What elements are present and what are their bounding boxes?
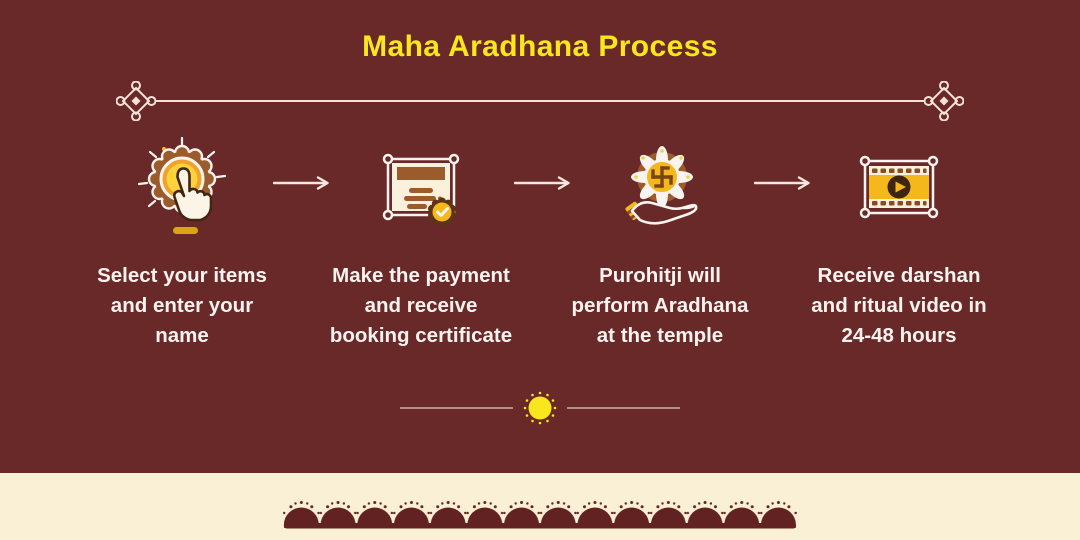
play-button: [887, 175, 911, 199]
header-bar: [397, 167, 445, 180]
corner-pins: [859, 155, 939, 219]
check-badge: [428, 197, 456, 227]
step-caption: Make the payment and receive booking cer…: [329, 264, 513, 347]
finger-line: [681, 205, 696, 210]
wrist-bar: [173, 227, 198, 234]
process-step-2: Make the payment and receive booking cer…: [321, 137, 521, 351]
frame: [386, 157, 456, 217]
knot-center-diamond: [131, 96, 141, 106]
bottom-divider: [0, 390, 1080, 426]
footer-band: [0, 473, 1080, 540]
page-title: Maha Aradhana Process: [362, 30, 718, 63]
top-divider: [116, 81, 964, 121]
swastika: [651, 166, 673, 188]
frame: [863, 159, 935, 215]
petal-dots: [634, 149, 690, 179]
process-step-4: Receive darshan and ritual video in 24-4…: [799, 137, 999, 351]
click-hand-icon: [137, 137, 227, 234]
process-steps: Select your items and enter your name: [82, 137, 999, 351]
arrow-right-icon: [272, 176, 329, 195]
sparkle-ticks: [137, 137, 227, 208]
arrow-right-icon: [513, 176, 570, 195]
knot-ornament-icon: [116, 81, 156, 121]
aradhana-hand-flower-icon: [625, 146, 698, 225]
step-caption: Purohitji will perform Aradhana at the t…: [571, 264, 749, 347]
knot-center-diamond: [939, 96, 949, 106]
holding-hand: [630, 201, 698, 225]
divider-line: [156, 100, 924, 102]
step-caption: Select your items and enter your name: [97, 264, 267, 347]
arrow-right-icon: [753, 176, 810, 195]
process-step-1: Select your items and enter your name: [82, 137, 282, 351]
certificate-icon: [382, 153, 460, 227]
knot-ornament-icon: [924, 81, 964, 121]
process-step-3: Purohitji will perform Aradhana at the t…: [560, 137, 760, 351]
text-lines: [404, 188, 442, 209]
divider-line: [400, 407, 513, 409]
corner-pins: [382, 153, 460, 221]
divider-line: [567, 407, 680, 409]
film-perforations: [872, 168, 927, 206]
scallop-border: [283, 486, 797, 529]
step-caption: Receive darshan and ritual video in 24-4…: [811, 264, 987, 347]
sun-dot-icon: [523, 391, 557, 425]
pointing-hand: [172, 167, 213, 222]
ritual-video-icon: [859, 155, 939, 219]
